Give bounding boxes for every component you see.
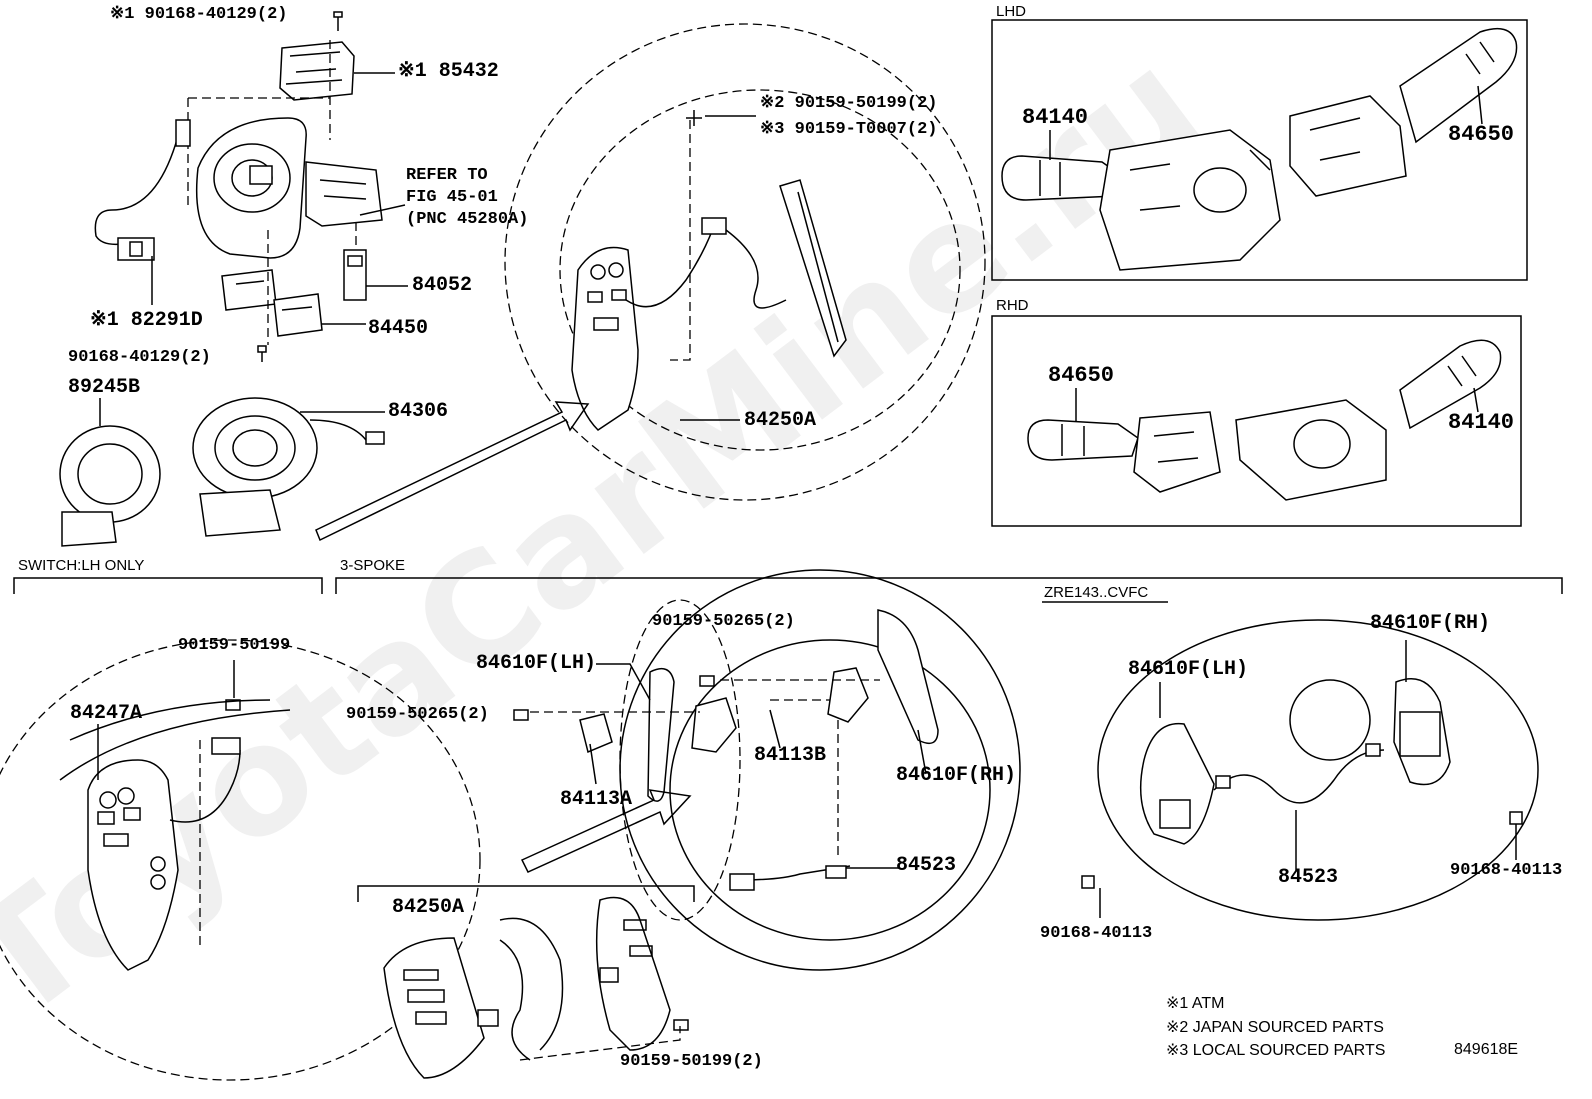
label-zre-90168-40113-right: 90168-40113 [1450,861,1563,880]
label-bolt-90168-40129-mid: 90168-40129(2) [68,348,211,367]
legend: ※1 ATM ※2 JAPAN SOURCED PARTS ※3 LOCAL S… [1166,992,1385,1063]
label-84306: 84306 [388,400,449,423]
label-84450: 84450 [368,317,429,340]
label-3spoke-90159-50265-left: 90159-50265(2) [346,705,489,724]
label-3spoke-90159-50265-top: 90159-50265(2) [652,612,795,631]
label-rhd-84140: 84140 [1448,410,1515,435]
zre143-wheel [1081,619,1539,921]
label-bolt-90168-40129-top: ※1 90168-40129(2) [110,5,288,24]
label-84247a: 84247A [70,702,143,725]
label-lhd-84140: 84140 [1022,105,1089,130]
rhd-box [991,315,1522,527]
label-82291d: ※1 82291D [90,309,203,332]
label-lhd-84650: 84650 [1448,122,1515,147]
label-84113a: 84113A [560,788,633,811]
label-refer-to-2: FIG 45-01 [406,188,498,207]
label-3spoke-84610f-rh: 84610F(RH) [896,764,1017,787]
label-3spoke-84610f-lh: 84610F(LH) [476,652,597,675]
label-84052: 84052 [412,274,473,297]
section-zre143-cvfc: ZRE143..CVFC [1044,584,1149,601]
legend-item-japan: ※2 JAPAN SOURCED PARTS [1166,1018,1384,1036]
label-zre-90168-40113-left: 90168-40113 [1040,924,1153,943]
label-3spoke-90159-50199: 90159-50199(2) [620,1052,763,1071]
label-84113b: 84113B [754,744,827,767]
lhd-box [991,19,1528,281]
section-rhd: RHD [996,297,1029,314]
label-lh-90159-50199: 90159-50199 [178,636,291,655]
label-screw-japan: ※2 90159-50199(2) [760,94,938,113]
switch-84250a-detail [383,896,689,1079]
legend-item-local: ※3 LOCAL SOURCED PARTS [1166,1042,1386,1059]
label-screw-local: ※3 90159-T0007(2) [760,120,938,139]
section-brackets [13,577,1563,902]
section-3-spoke: 3-SPOKE [340,557,406,574]
label-zre-84523: 84523 [1278,866,1339,889]
label-refer-to-3: (PNC 45280A) [406,210,529,229]
label-zre-84610f-rh: 84610F(RH) [1370,612,1491,635]
label-84250a-top: 84250A [744,409,817,432]
section-switch-lh-only: SWITCH:LH ONLY [18,557,145,574]
switch-lh-only-wheel [0,639,481,1081]
label-rhd-84650: 84650 [1048,363,1115,388]
figure-code: 849618E [1454,1041,1519,1058]
label-3spoke-84523: 84523 [896,854,957,877]
label-zre-84610f-lh: 84610F(LH) [1128,658,1249,681]
label-85432: ※1 85432 [398,60,499,83]
upper-left-assembly [59,11,408,547]
label-3spoke-84250a: 84250A [392,896,465,919]
three-spoke-wheel [513,569,1021,971]
section-lhd: LHD [996,3,1027,20]
legend-item-atm: ※1 ATM [1166,995,1225,1012]
label-refer-to-1: REFER TO [406,166,488,185]
label-89245b: 89245B [68,376,141,399]
top-steering-wheel [315,23,986,542]
